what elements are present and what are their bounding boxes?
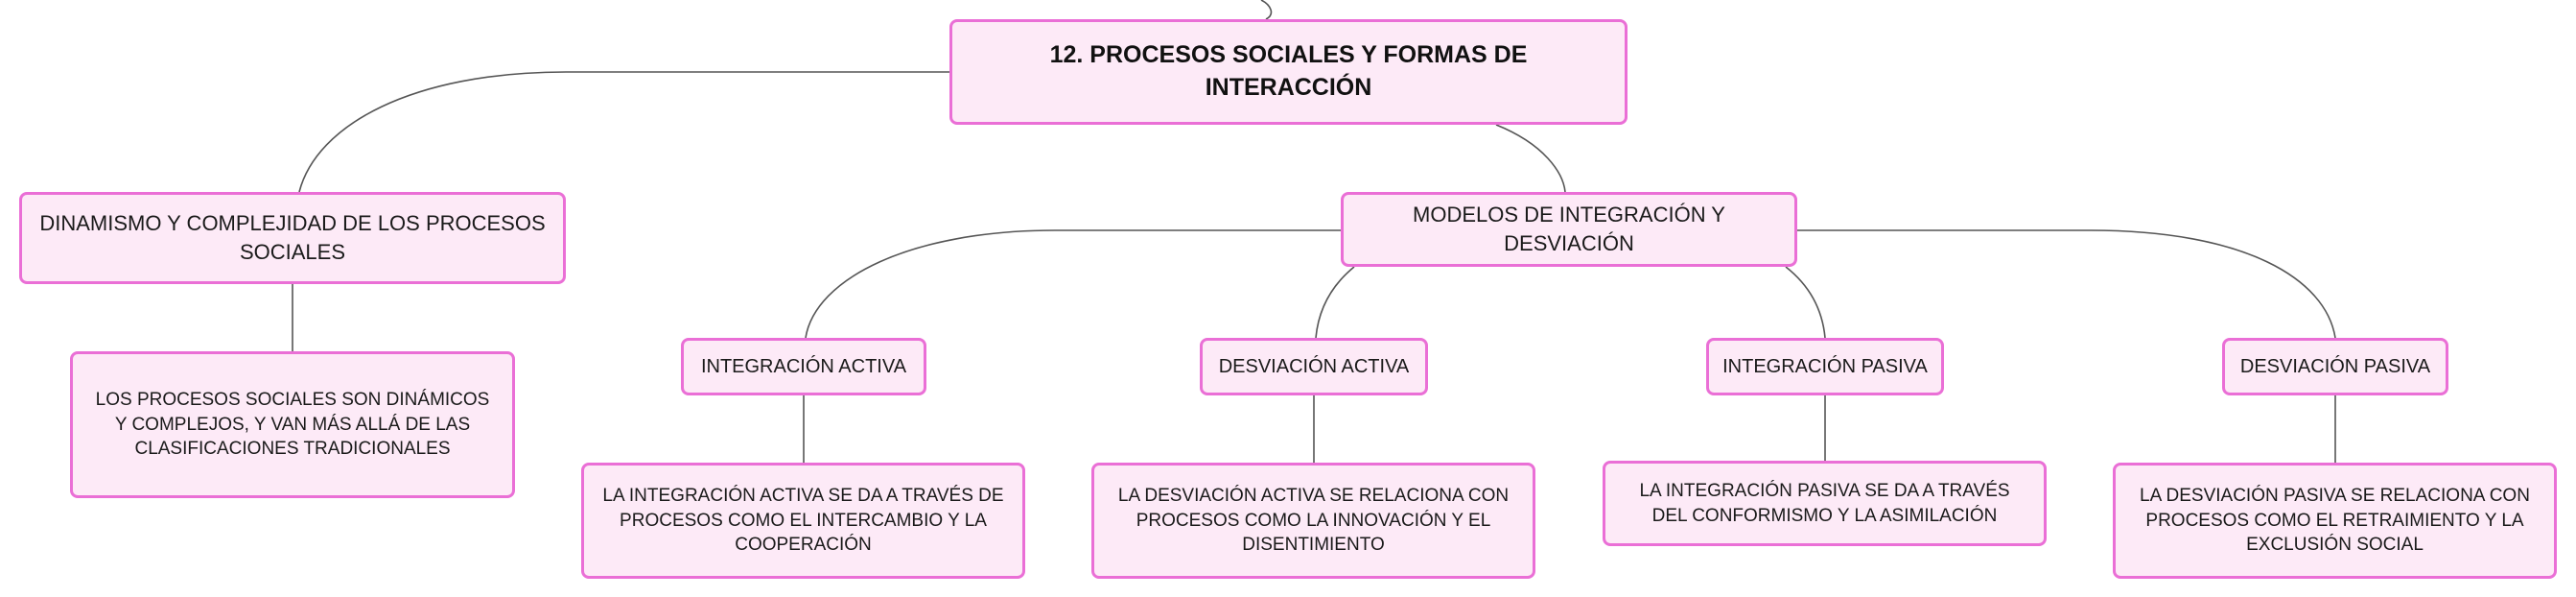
subtopic-desviacion-activa[interactable]: DESVIACIÓN ACTIVA (1200, 338, 1428, 395)
connector-root-dinamismo (298, 71, 949, 193)
detail-desviacion-activa-text: LA DESVIACIÓN ACTIVA SE RELACIONA CON PR… (1117, 486, 1510, 556)
connector-root-parent (1260, 0, 1273, 20)
subtopic-integracion-activa-label: INTEGRACIÓN ACTIVA (700, 355, 907, 377)
connector-modelos-integracion-activa (805, 229, 1341, 339)
root-node-label: 12. PROCESOS SOCIALES Y FORMAS DE INTERA… (1049, 41, 1528, 101)
subtopic-desviacion-activa-label: DESVIACIÓN ACTIVA (1218, 355, 1410, 377)
root-node[interactable]: 12. PROCESOS SOCIALES Y FORMAS DE INTERA… (949, 19, 1628, 125)
detail-integracion-activa[interactable]: LA INTEGRACIÓN ACTIVA SE DA A TRAVÉS DE … (581, 463, 1025, 579)
detail-integracion-pasiva-text: LA INTEGRACIÓN PASIVA SE DA A TRAVÉS DEL… (1639, 480, 2010, 526)
subtopic-desviacion-pasiva-label: DESVIACIÓN PASIVA (2239, 355, 2431, 377)
connector-modelos-desviacion-activa (1315, 266, 1355, 339)
detail-desviacion-pasiva-text: LA DESVIACIÓN PASIVA SE RELACIONA CON PR… (2140, 486, 2530, 556)
subtopic-desviacion-pasiva[interactable]: DESVIACIÓN PASIVA (2222, 338, 2448, 395)
topic-dinamismo-label: DINAMISMO Y COMPLEJIDAD DE LOS PROCESOS … (39, 211, 546, 264)
subtopic-integracion-pasiva[interactable]: INTEGRACIÓN PASIVA (1706, 338, 1944, 395)
subtopic-integracion-activa[interactable]: INTEGRACIÓN ACTIVA (681, 338, 926, 395)
detail-desviacion-pasiva[interactable]: LA DESVIACIÓN PASIVA SE RELACIONA CON PR… (2113, 463, 2557, 579)
detail-desviacion-activa[interactable]: LA DESVIACIÓN ACTIVA SE RELACIONA CON PR… (1091, 463, 1535, 579)
connector-modelos-desviacion-pasiva (1797, 229, 2336, 339)
detail-integracion-activa-text: LA INTEGRACIÓN ACTIVA SE DA A TRAVÉS DE … (602, 486, 1004, 556)
connector-modelos-integracion-pasiva (1785, 266, 1826, 339)
subtopic-integracion-pasiva-label: INTEGRACIÓN PASIVA (1722, 355, 1928, 377)
detail-integracion-pasiva[interactable]: LA INTEGRACIÓN PASIVA SE DA A TRAVÉS DEL… (1603, 461, 2047, 546)
topic-modelos-label: MODELOS DE INTEGRACIÓN Y DESVIACIÓN (1413, 203, 1725, 255)
connector-root-modelos (1495, 124, 1566, 193)
topic-dinamismo[interactable]: DINAMISMO Y COMPLEJIDAD DE LOS PROCESOS … (19, 192, 566, 284)
detail-dinamismo[interactable]: LOS PROCESOS SOCIALES SON DINÁMICOS Y CO… (70, 351, 515, 498)
topic-modelos[interactable]: MODELOS DE INTEGRACIÓN Y DESVIACIÓN (1341, 192, 1797, 267)
detail-dinamismo-text: LOS PROCESOS SOCIALES SON DINÁMICOS Y CO… (95, 390, 490, 460)
